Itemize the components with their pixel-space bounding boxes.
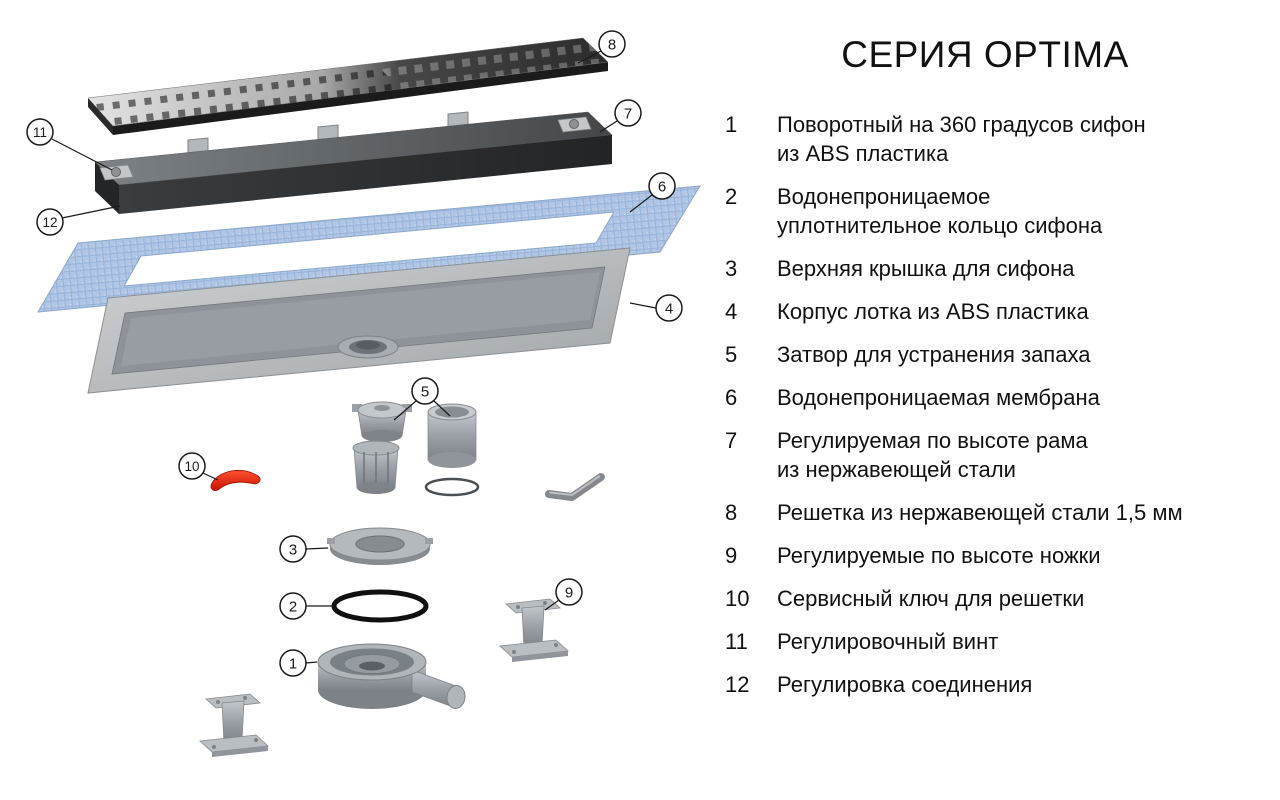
legend-panel: СЕРИЯ OPTIMA 1 Поворотный на 360 градусо… (715, 0, 1275, 800)
legend-item-10: 10 Сервисный ключ для решетки (725, 584, 1245, 613)
callout-3: 3 (279, 535, 307, 563)
legend-item-text: Регулируемые по высоте ножки (777, 543, 1101, 569)
callout-11: 11 (26, 118, 54, 146)
legend-item-text: Регулируемая по высоте рама из нержавеющ… (777, 428, 1088, 483)
legend-item-4: 4 Корпус лотка из ABS пластика (725, 297, 1245, 326)
callout-1: 1 (279, 649, 307, 677)
callout-12: 12 (36, 208, 64, 236)
callout-10-label: 10 (184, 459, 199, 474)
hex-key-illustration (545, 473, 605, 501)
legend-item-number: 7 (725, 428, 738, 454)
legend-item-text: Затвор для устранения запаха (777, 342, 1091, 368)
foot-right-illustration (499, 598, 569, 662)
callout-4-label: 4 (665, 301, 673, 318)
callout-leader-lines (51, 50, 657, 664)
odor-trap-illustration (352, 401, 480, 497)
seal-ring-illustration (331, 589, 429, 623)
legend-item-number: 12 (725, 672, 750, 698)
legend-item-text: Корпус лотка из ABS пластика (777, 299, 1089, 325)
frame-illustration (94, 111, 613, 214)
series-title: СЕРИЯ OPTIMA (841, 34, 1129, 75)
legend-item-number: 11 (725, 629, 748, 655)
legend-item-text: Регулировочный винт (777, 629, 999, 655)
legend-item-11: 11 Регулировочный винт (725, 627, 1245, 656)
siphon-body-illustration (317, 643, 466, 709)
callout-7: 7 (614, 99, 642, 127)
callout-3-label: 3 (289, 542, 297, 559)
legend-item-number: 4 (725, 299, 738, 325)
legend-item-number: 1 (725, 112, 738, 137)
legend-item-8: 8 Решетка из нержавеющей стали 1,5 мм (725, 498, 1245, 527)
foot-left-illustration (199, 693, 269, 757)
legend-item-text: Регулировка соединения (777, 672, 1033, 698)
legend-item-text: Водонепроницаемое уплотнительное кольцо … (777, 184, 1103, 239)
legend-item-6: 6 Водонепроницаемая мембрана (725, 383, 1245, 412)
callout-5-label: 5 (421, 384, 429, 401)
legend-item-number: 6 (725, 385, 738, 411)
legend-item-1: 1 Поворотный на 360 градусов сифон из AB… (725, 110, 1245, 168)
callout-5: 5 (411, 377, 439, 405)
callout-10: 10 (178, 452, 206, 480)
legend-item-number: 5 (725, 342, 738, 368)
legend-item-7: 7 Регулируемая по высоте рама из нержаве… (725, 426, 1245, 484)
legend-item-number: 2 (725, 184, 738, 210)
legend-item-number: 8 (725, 500, 738, 526)
legend-item-3: 3 Верхняя крышка для сифона (725, 254, 1245, 283)
legend-item-text: Водонепроницаемая мембрана (777, 385, 1100, 411)
legend-item-12: 12 Регулировка соединения (725, 670, 1245, 699)
callout-8: 8 (598, 30, 626, 58)
legend-item-text: Верхняя крышка для сифона (777, 256, 1075, 282)
callout-6: 6 (648, 172, 676, 200)
cover-ring-illustration (327, 527, 433, 565)
callout-9-label: 9 (565, 585, 573, 602)
callout-6-label: 6 (658, 179, 666, 196)
tray-illustration (87, 247, 631, 394)
legend-item-2: 2 Водонепроницаемое уплотнительное кольц… (725, 182, 1245, 240)
exploded-diagram-svg: 8 7 11 12 6 4 (26, 30, 701, 757)
callout-12-label: 12 (42, 215, 57, 230)
callout-2-label: 2 (289, 599, 297, 616)
legend-item-text: Решетка из нержавеющей стали 1,5 мм (777, 500, 1183, 526)
legend-item-5: 5 Затвор для устранения запаха (725, 340, 1245, 369)
legend-item-text: Поворотный на 360 градусов сифон из ABS … (777, 112, 1146, 167)
callout-7-label: 7 (624, 106, 632, 123)
callout-9: 9 (555, 578, 583, 606)
grate-illustration (87, 37, 609, 135)
callout-8-label: 8 (608, 37, 616, 54)
legend-list: 1 Поворотный на 360 градусов сифон из AB… (725, 110, 1245, 713)
membrane-illustration (37, 185, 701, 313)
legend-item-number: 10 (725, 586, 750, 612)
legend-item-9: 9 Регулируемые по высоте ножки (725, 541, 1245, 570)
legend-item-number: 3 (725, 256, 738, 282)
callout-1-label: 1 (289, 656, 297, 673)
legend-item-text: Сервисный ключ для решетки (777, 586, 1085, 612)
callout-11-label: 11 (33, 125, 47, 140)
service-key-illustration (210, 469, 261, 491)
callout-2: 2 (279, 592, 307, 620)
callout-4: 4 (655, 294, 683, 322)
exploded-diagram: 8 7 11 12 6 4 (26, 30, 701, 757)
legend-item-number: 9 (725, 543, 738, 569)
